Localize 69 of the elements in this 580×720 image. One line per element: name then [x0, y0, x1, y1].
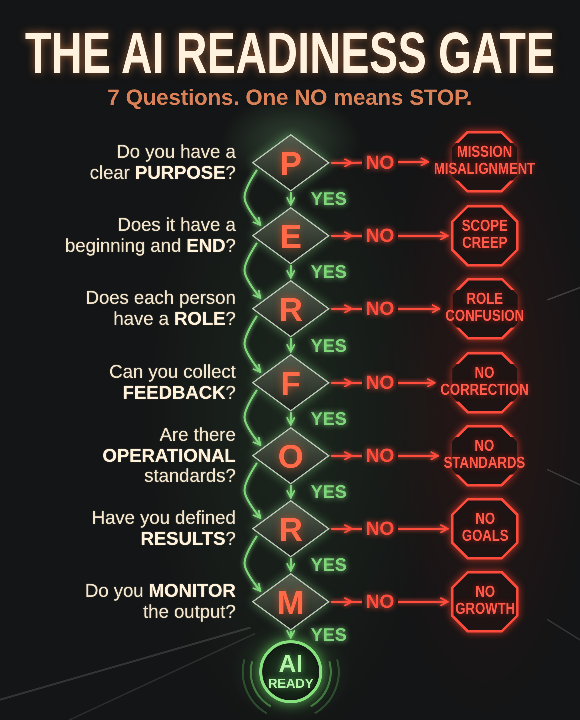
arrow [286, 630, 296, 639]
curved-arrow [244, 316, 262, 374]
decision-diamond [252, 354, 330, 412]
decision-diamond [252, 207, 330, 265]
question-text: Can you collect FEEDBACK? [108, 362, 236, 404]
decision-diamond [252, 134, 330, 192]
edge-label: YES [311, 483, 348, 501]
question-text: Does it have a beginning and END? [64, 215, 236, 257]
stop-label: SCOPE CREEP [462, 219, 508, 253]
question-text: Do you MONITOR the output? [84, 581, 236, 623]
decision-diamond [252, 280, 330, 338]
edge-label: NO [366, 226, 394, 246]
decision-diamond [252, 500, 330, 558]
stop-sign [451, 205, 519, 267]
arrow [331, 378, 436, 388]
stop-label: NO STANDARDS [444, 439, 526, 473]
arrow [286, 192, 296, 206]
arrow [286, 412, 296, 426]
arrow [331, 232, 449, 240]
edge-label: NO [366, 446, 394, 466]
edge-label: NO [366, 592, 394, 612]
arrow [331, 452, 440, 460]
stop-sign [451, 498, 519, 560]
question-text: Does each person have a ROLE? [84, 288, 236, 330]
stop-label: NO GOALS [462, 512, 508, 546]
edge-label: YES [311, 410, 348, 428]
ready-subheading: READY [268, 676, 314, 692]
step-letter: P [280, 146, 302, 180]
arrow [331, 304, 441, 314]
arrow [286, 265, 296, 279]
arrow [286, 485, 296, 499]
edge-label: YES [311, 190, 348, 208]
ready-heading: AI [279, 652, 303, 677]
edge-label: NO [366, 520, 394, 538]
stop-label: MISSION MISALIGNMENT [434, 145, 536, 179]
arrow [331, 158, 430, 168]
question-text: Do you have a clear PURPOSE? [88, 142, 236, 184]
curved-arrow [244, 462, 262, 520]
step-letter: E [280, 220, 302, 252]
step-letter: F [280, 366, 302, 400]
stop-label: NO CORRECTION [440, 366, 530, 400]
arrow [331, 598, 449, 606]
step-letter: M [277, 586, 305, 618]
curved-arrow [244, 242, 262, 300]
step-letter: R [279, 292, 303, 326]
arrow [331, 524, 449, 534]
edge-label: NO [366, 154, 394, 172]
step-letter: R [279, 512, 303, 546]
step-letter: O [278, 440, 304, 472]
curved-arrow [244, 536, 262, 592]
ready-circle [259, 640, 323, 704]
subtitle: 7 Questions. One NO means STOP. [108, 87, 472, 109]
arrow [286, 338, 296, 353]
curved-arrow [244, 170, 262, 226]
edge-label: YES [311, 626, 348, 644]
curved-arrow [244, 390, 262, 446]
edge-label: NO [366, 300, 394, 318]
edge-label: NO [366, 374, 394, 392]
stop-label: ROLE CONFUSION [446, 292, 524, 326]
decision-diamond [252, 427, 330, 485]
stop-sign [451, 571, 519, 633]
arrow [286, 558, 296, 572]
question-text: Are there OPERATIONAL standards? [102, 424, 236, 488]
title: THE AI READINESS GATE [25, 25, 555, 83]
question-text: Have you defined RESULTS? [91, 508, 236, 550]
edge-label: YES [311, 556, 348, 574]
edge-label: YES [311, 263, 348, 281]
edge-label: YES [311, 336, 348, 354]
stop-label: NO GROWTH [455, 585, 515, 619]
